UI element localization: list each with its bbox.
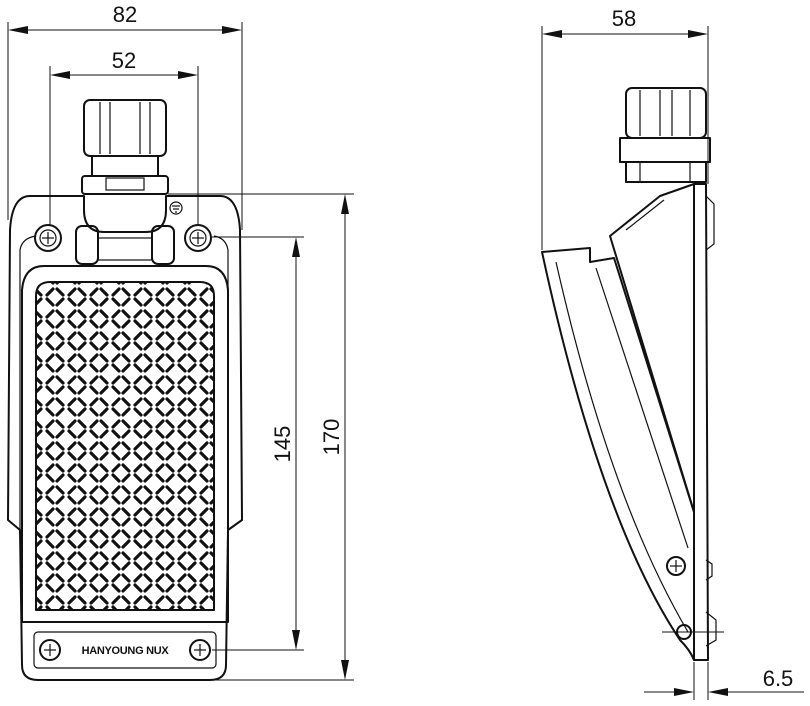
front-pedal-frame [21, 265, 229, 623]
front-screw-bottom-left [39, 639, 61, 661]
front-view: HANYOUNG NUX 82 52 [7, 2, 354, 681]
front-screw-top-left [34, 224, 62, 252]
dim-side-base-thickness: 6.5 [644, 662, 804, 700]
front-treadplate [35, 281, 215, 611]
side-pedal-lever [541, 247, 695, 661]
front-screw-bottom-right [189, 639, 211, 661]
dim-label-6-5: 6.5 [763, 666, 794, 691]
front-hinge-right [151, 225, 175, 265]
dim-label-58: 58 [612, 6, 636, 31]
dim-front-pedal-height: 145 [270, 237, 300, 650]
side-view: 58 6.5 [541, 6, 804, 700]
dim-front-inner-width: 52 [49, 48, 199, 226]
front-screw-top-right [184, 224, 212, 252]
side-screw-bottom [662, 624, 724, 640]
front-cable-gland [81, 99, 169, 195]
ground-symbol-icon [169, 201, 183, 215]
front-hinge-left [75, 225, 99, 265]
dim-label-82: 82 [113, 2, 137, 27]
dim-side-overall-depth: 58 [541, 6, 709, 250]
dim-front-overall-height: 170 [319, 194, 349, 680]
side-cable-gland [619, 87, 711, 183]
brand-label: HANYOUNG NUX [82, 645, 170, 657]
dim-label-145: 145 [270, 426, 295, 463]
dim-front-overall-width: 82 [7, 2, 243, 230]
dim-label-52: 52 [112, 48, 136, 73]
side-screw-lever [666, 556, 686, 576]
dim-label-170: 170 [319, 419, 344, 456]
side-back-plate [693, 183, 709, 661]
